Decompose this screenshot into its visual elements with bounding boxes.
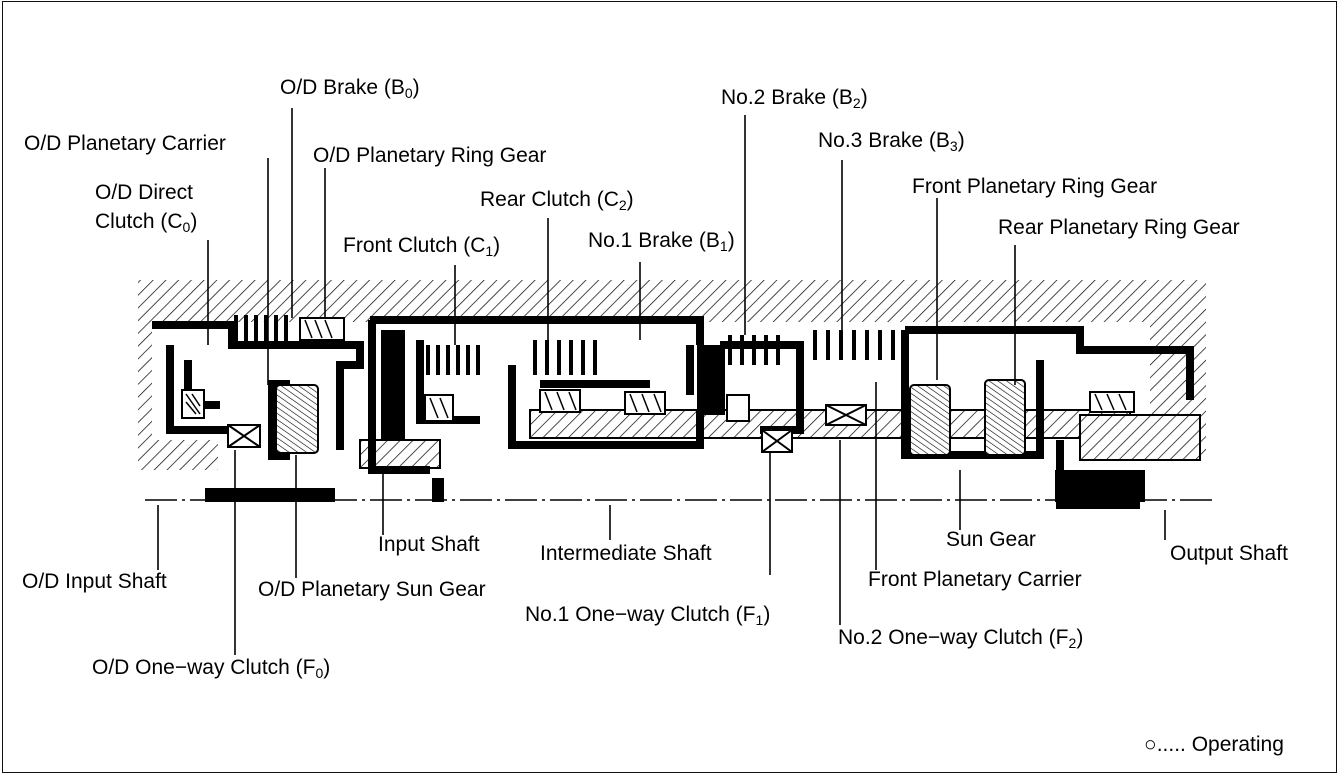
label-od-planetary-carrier: O/D Planetary Carrier	[24, 132, 226, 155]
label-od-one-way-clutch: O/D One−way Clutch (F0)	[92, 656, 331, 681]
label-front-planetary-carrier: Front Planetary Carrier	[868, 568, 1082, 591]
label-od-planetary-sun-gear: O/D Planetary Sun Gear	[258, 578, 486, 601]
label-od-direct-clutch-line2: Clutch (C0)	[95, 210, 198, 235]
label-od-direct-clutch-line1: O/D Direct	[95, 181, 194, 204]
planetary-gears	[275, 379, 1026, 456]
one-way-clutches	[227, 404, 867, 453]
label-no3-brake: No.3 Brake (B3)	[818, 129, 965, 154]
legend-text: ..... Operating	[1156, 733, 1284, 756]
label-od-planetary-ring-gear: O/D Planetary Ring Gear	[313, 144, 547, 167]
label-no2-one-way-clutch: No.2 One−way Clutch (F2)	[838, 626, 1084, 651]
label-od-input-shaft: O/D Input Shaft	[22, 570, 167, 593]
label-intermediate-shaft: Intermediate Shaft	[540, 542, 712, 565]
label-front-clutch: Front Clutch (C1)	[343, 234, 501, 259]
legend: ○..... Operating	[1144, 733, 1284, 757]
label-input-shaft: Input Shaft	[378, 533, 480, 556]
label-no1-one-way-clutch: No.1 One−way Clutch (F1)	[525, 603, 771, 628]
label-sun-gear: Sun Gear	[946, 528, 1036, 551]
spring-coils	[185, 319, 1127, 419]
leader-lines	[157, 108, 1166, 655]
legend-circle-icon: ○	[1144, 733, 1157, 756]
label-rear-clutch: Rear Clutch (C2)	[480, 188, 634, 213]
label-no1-brake: No.1 Brake (B1)	[588, 229, 735, 254]
label-output-shaft: Output Shaft	[1170, 542, 1288, 565]
clutch-plates	[234, 315, 895, 375]
label-front-planetary-ring-gear: Front Planetary Ring Gear	[912, 175, 1158, 198]
label-rear-planetary-ring-gear: Rear Planetary Ring Gear	[998, 216, 1240, 239]
label-od-brake: O/D Brake (B0)	[280, 76, 420, 101]
label-no2-brake: No.2 Brake (B2)	[721, 86, 868, 111]
